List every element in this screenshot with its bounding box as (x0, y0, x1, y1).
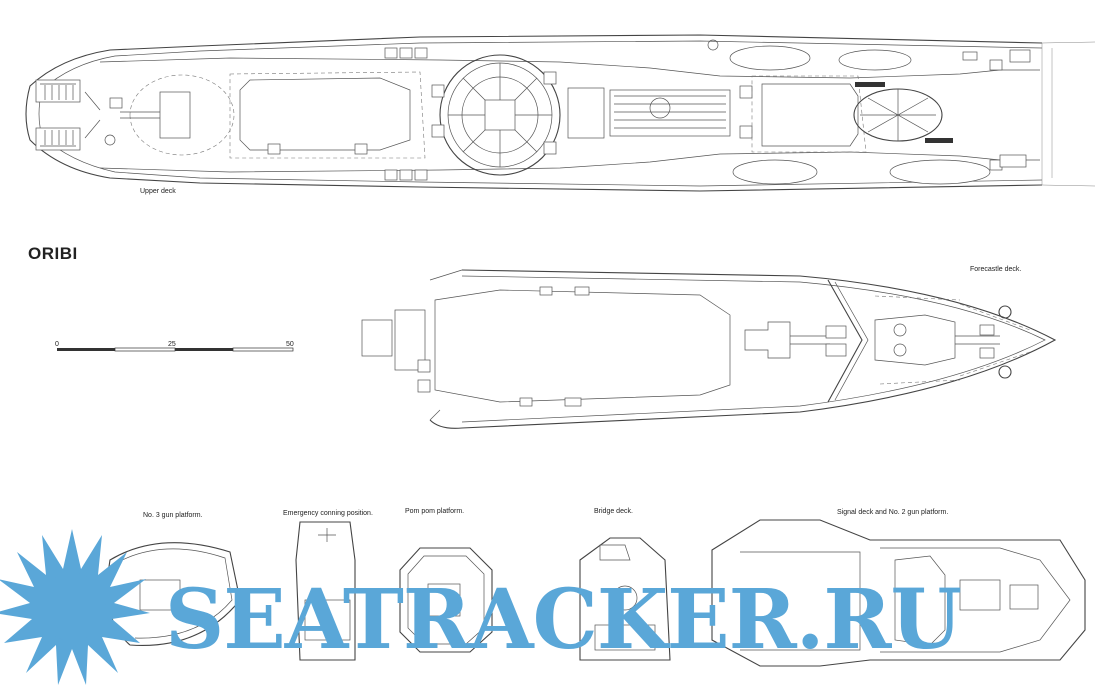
emergency-conning-plan (295, 521, 356, 661)
upper-deck-label: Upper deck (140, 188, 176, 195)
no3-gun-platform-label: No. 3 gun platform. (143, 512, 203, 519)
forecastle-deck-plan (361, 269, 1057, 429)
signal-deck-plan (711, 519, 1086, 667)
scale-bar: 0 25 50 (55, 341, 294, 352)
pompom-platform-plan (399, 547, 493, 653)
forecastle-deck-label: Forecastle deck. (970, 266, 1021, 273)
pompom-platform-label: Pom pom platform. (405, 508, 464, 515)
scale-tick-25: 25 (168, 341, 176, 348)
scale-tick-50: 50 (286, 341, 294, 348)
sun-burst-icon (0, 529, 150, 685)
bridge-deck-label: Bridge deck. (594, 508, 633, 515)
emergency-conning-label: Emergency conning position. (283, 510, 373, 517)
bridge-deck-plan (579, 537, 671, 661)
scale-tick-0: 0 (55, 341, 59, 348)
watermark: SEATRACKER.RU (0, 529, 962, 685)
watermark-text: SEATRACKER.RU (165, 572, 961, 668)
ship-title: ORIBI (28, 244, 78, 263)
upper-deck-plan (25, 34, 1096, 192)
signal-deck-label: Signal deck and No. 2 gun platform. (837, 509, 948, 516)
